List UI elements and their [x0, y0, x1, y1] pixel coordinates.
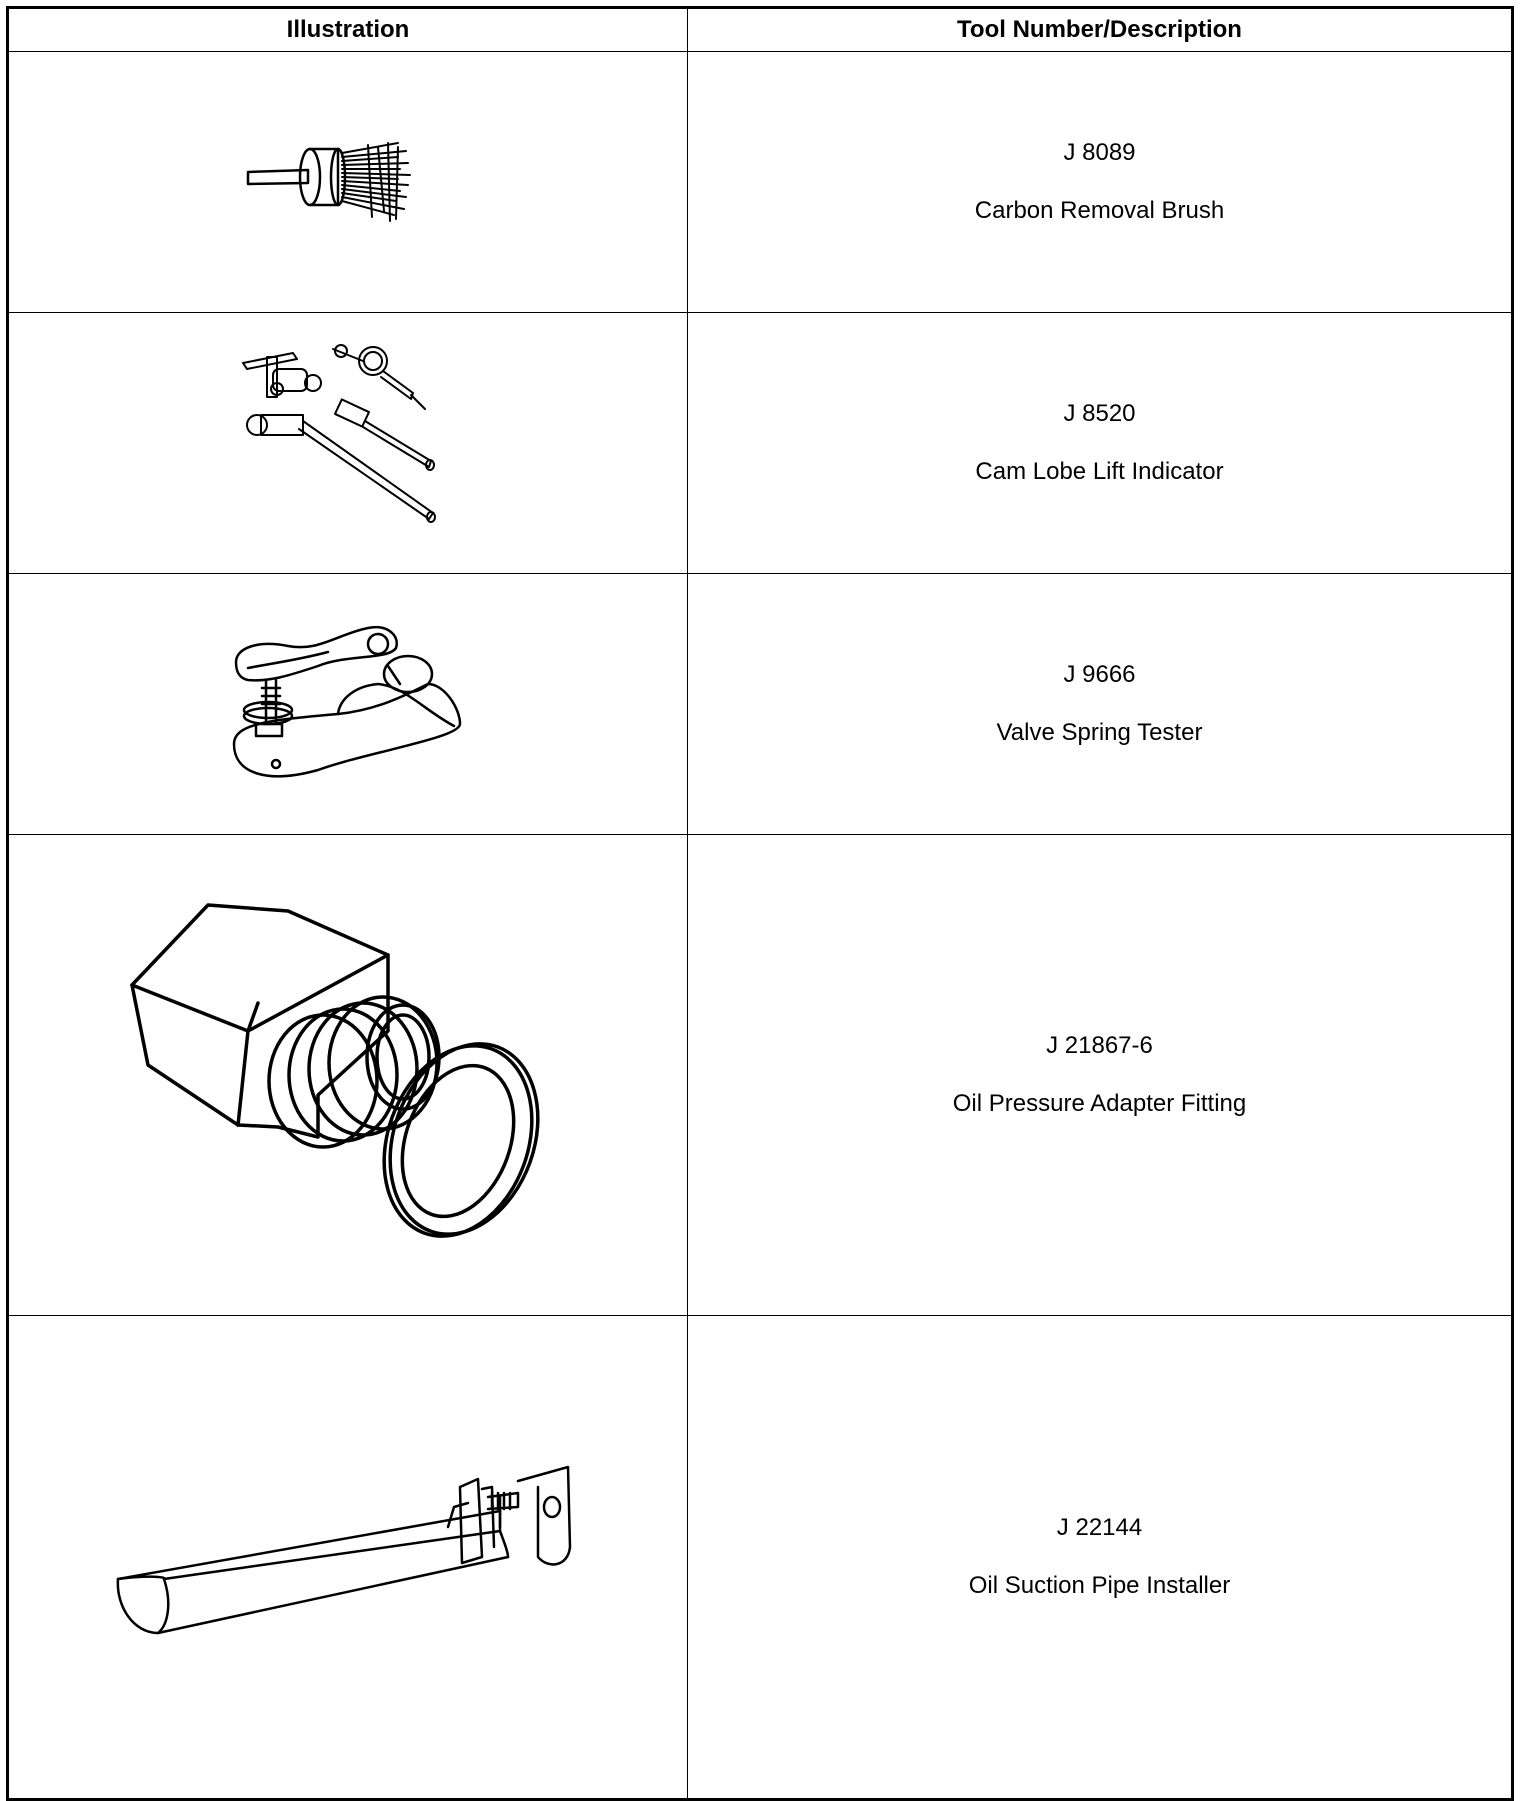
table-row: J 8089 Carbon Removal Brush [7, 51, 1513, 313]
illustration-cell [7, 51, 688, 313]
tool-description: Carbon Removal Brush [974, 197, 1225, 224]
tool-number: J 8520 [1063, 400, 1136, 427]
tool-cell: J 8089 Carbon Removal Brush [687, 51, 1513, 313]
header-tool-number-description: Tool Number/Description [687, 7, 1513, 52]
illustration-cell [7, 312, 688, 574]
valve-spring-tester-icon [232, 625, 462, 778]
tool-number: J 9666 [1063, 661, 1136, 688]
tool-description: Valve Spring Tester [996, 719, 1203, 746]
table-row: J 8520 Cam Lobe Lift Indicator [7, 312, 1513, 574]
illustration-cell [7, 1315, 688, 1800]
tool-description: Oil Pressure Adapter Fitting [952, 1090, 1247, 1117]
special-tools-table: Illustration Tool Number/Description [6, 6, 1514, 1801]
header-illustration: Illustration [7, 7, 688, 52]
oil-suction-pipe-installer-icon [116, 1465, 572, 1635]
tool-cell: J 8520 Cam Lobe Lift Indicator [687, 312, 1513, 574]
tool-description: Cam Lobe Lift Indicator [975, 458, 1224, 485]
tool-cell: J 9666 Valve Spring Tester [687, 573, 1513, 835]
oil-pressure-adapter-fitting-icon [130, 903, 540, 1238]
table-row: J 22144 Oil Suction Pipe Installer [7, 1315, 1513, 1800]
table-row: J 9666 Valve Spring Tester [7, 573, 1513, 835]
tool-number: J 8089 [1063, 139, 1136, 166]
header-row: Illustration Tool Number/Description [7, 7, 1513, 52]
carbon-removal-brush-icon [246, 142, 411, 222]
illustration-cell [7, 573, 688, 835]
cam-lobe-lift-indicator-icon [242, 344, 436, 523]
tool-number: J 21867-6 [1046, 1032, 1153, 1059]
tool-description: Oil Suction Pipe Installer [968, 1572, 1231, 1599]
tool-cell: J 22144 Oil Suction Pipe Installer [687, 1315, 1513, 1800]
tool-number: J 22144 [1056, 1514, 1143, 1541]
table-row: J 21867-6 Oil Pressure Adapter Fitting [7, 834, 1513, 1316]
tool-cell: J 21867-6 Oil Pressure Adapter Fitting [687, 834, 1513, 1316]
illustration-cell [7, 834, 688, 1316]
